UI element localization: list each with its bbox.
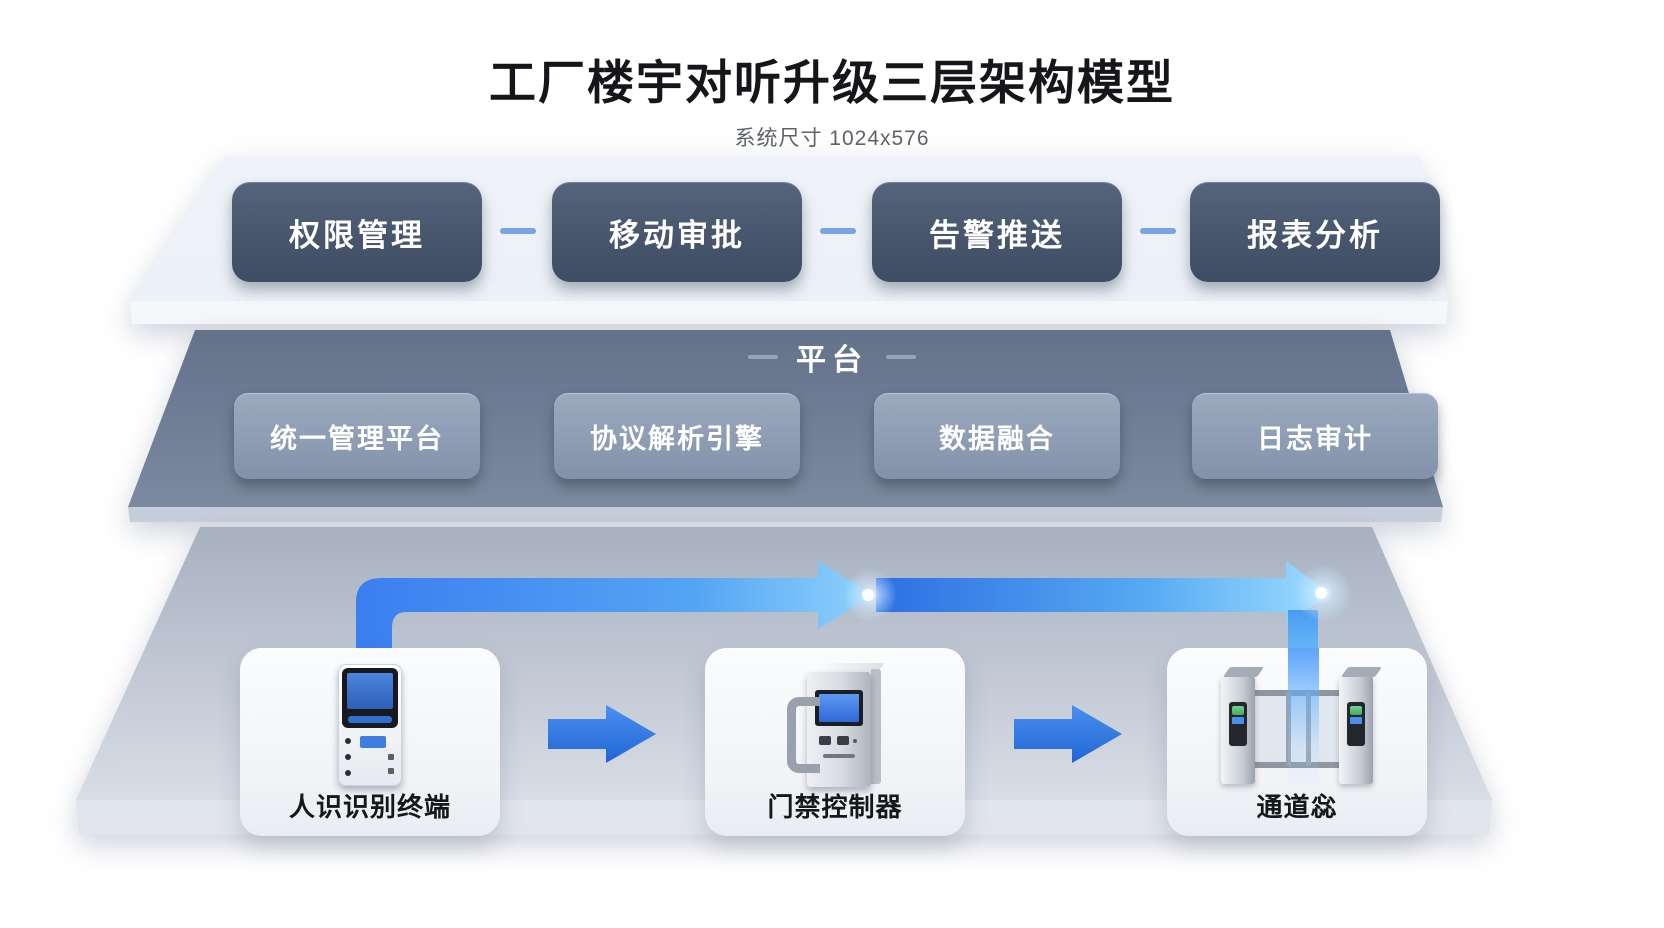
device-flow-arrow-2 xyxy=(1014,705,1122,763)
face-terminal-icon xyxy=(240,662,500,788)
app-box-connector-1 xyxy=(500,228,536,234)
app-box-permission-management: 权限管理 xyxy=(232,182,482,282)
card-reader-icon xyxy=(1347,702,1365,746)
turnstile-right-pillar xyxy=(1339,667,1383,784)
controller-screen xyxy=(815,690,863,726)
device-label-access-controller: 门禁控制器 xyxy=(767,792,903,822)
device-label-turnstile: 通道惢 xyxy=(1256,792,1338,822)
platform-label-dash-left xyxy=(748,355,778,359)
controller-handle xyxy=(787,697,820,773)
platform-box-log-audit: 日志审计 xyxy=(1192,393,1438,479)
device-card-face-terminal: 人识识别终端 xyxy=(240,648,500,836)
app-box-alert-push: 告警推送 xyxy=(872,182,1122,282)
device-card-access-controller: 门禁控制器 xyxy=(705,648,965,836)
app-box-report-analysis: 报表分析 xyxy=(1190,182,1440,282)
flow-beam-into-turnstile xyxy=(1288,648,1319,790)
app-box-connector-3 xyxy=(1140,228,1176,234)
terminal-bezel xyxy=(342,668,398,728)
platform-label-dash-right xyxy=(886,355,916,359)
arrow-glow-2 xyxy=(1294,564,1352,622)
page-title: 工厂楼宇对听升级三层架构模型 xyxy=(489,56,1175,109)
flow-arrow-segment-2 xyxy=(876,561,1329,626)
platform-label: 平台 xyxy=(796,344,868,377)
access-controller-icon xyxy=(705,662,965,788)
arrow-glow-2-core xyxy=(1315,587,1327,599)
platform-box-protocol-engine: 协议解析引擎 xyxy=(554,393,800,479)
flow-arrow-right-leg xyxy=(1288,610,1318,649)
platform-label-row: 平台 xyxy=(0,337,1664,377)
device-label-face-terminal: 人识识别终端 xyxy=(288,792,451,822)
app-box-connector-2 xyxy=(820,228,856,234)
platform-box-unified-management: 统一管理平台 xyxy=(234,393,480,479)
terminal-screen xyxy=(347,673,393,709)
arrow-glow-1 xyxy=(843,568,897,622)
arrow-glow-1-core xyxy=(862,589,874,601)
device-flow-arrow-1 xyxy=(548,705,656,763)
flow-elbow-arrow xyxy=(356,561,874,650)
app-box-mobile-approval: 移动审批 xyxy=(552,182,802,282)
platform-box-data-fusion: 数据融合 xyxy=(874,393,1120,479)
turnstile-left-pillar xyxy=(1221,667,1265,784)
terminal-screen-bar xyxy=(348,716,392,723)
page-subtitle: 系统尺寸 1024x576 xyxy=(734,127,930,150)
card-reader-icon xyxy=(1229,702,1247,746)
